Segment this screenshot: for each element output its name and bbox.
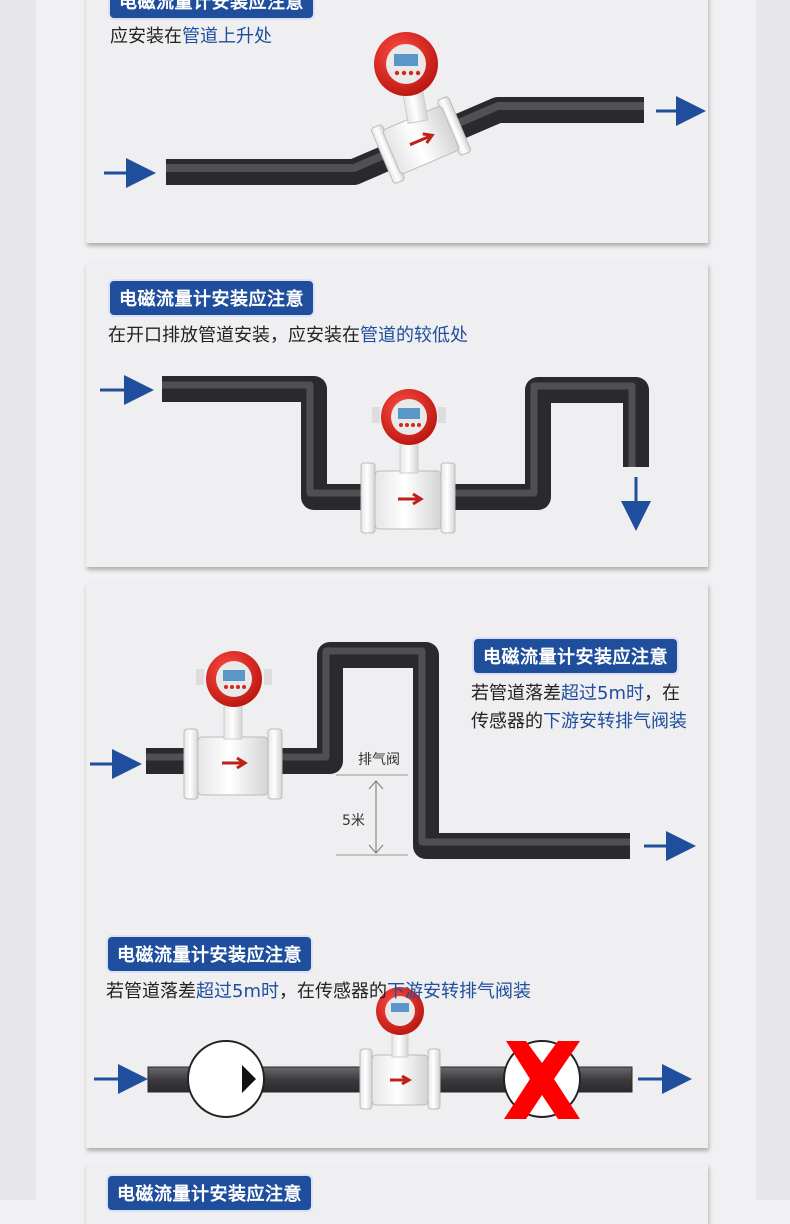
left-margin <box>0 0 36 1200</box>
flow-meter-b <box>359 987 441 1110</box>
instruction-text: 应安装在管道上升处 <box>110 26 272 47</box>
low-point-pipe-diagram <box>100 375 651 534</box>
flow-meter <box>360 389 456 534</box>
instruction-text-b: 若管道落差超过5m时，在传感器的下游安转排气阀装 <box>106 981 531 1002</box>
instruction-text-a-line2: 传感器的下游安转排气阀装 <box>471 711 687 732</box>
panel-drop-exhaust-valve: 电磁流量计安装应注意 若管道落差超过5m时，在 传感器的下游安转排气阀装 排气阀… <box>86 583 708 1148</box>
notice-tag-b: 电磁流量计安装应注意 <box>106 935 313 973</box>
rising-pipe-diagram <box>104 32 706 188</box>
instruction-text-a-line1: 若管道落差超过5m时，在 <box>471 683 680 704</box>
notice-tag-a: 电磁流量计安装应注意 <box>472 637 679 675</box>
panel-rising-pipe: 电磁流量计安装应注意 应安装在管道上升处 <box>86 0 708 243</box>
valve-label: 排气阀 <box>358 752 400 768</box>
notice-tag: 电磁流量计安装应注意 <box>108 0 315 20</box>
drop-pipe-diagram: 排气阀 5米 <box>90 642 696 1119</box>
pipe <box>146 642 630 859</box>
height-label: 5米 <box>342 813 365 829</box>
panel-open-discharge: 电磁流量计安装应注意 在开口排放管道安装，应安装在管道的较低处 <box>86 263 708 567</box>
flow-meter <box>371 96 471 184</box>
panel-next: 电磁流量计安装应注意 <box>86 1164 708 1224</box>
pipe <box>162 376 649 510</box>
instruction-text: 在开口排放管道安装，应安装在管道的较低处 <box>108 325 468 346</box>
cross-mark <box>504 1041 580 1119</box>
pump-icon <box>187 1040 265 1118</box>
right-margin <box>756 0 790 1200</box>
notice-tag: 电磁流量计安装应注意 <box>108 279 315 317</box>
flow-meter <box>183 651 283 800</box>
notice-tag: 电磁流量计安装应注意 <box>106 1174 313 1212</box>
